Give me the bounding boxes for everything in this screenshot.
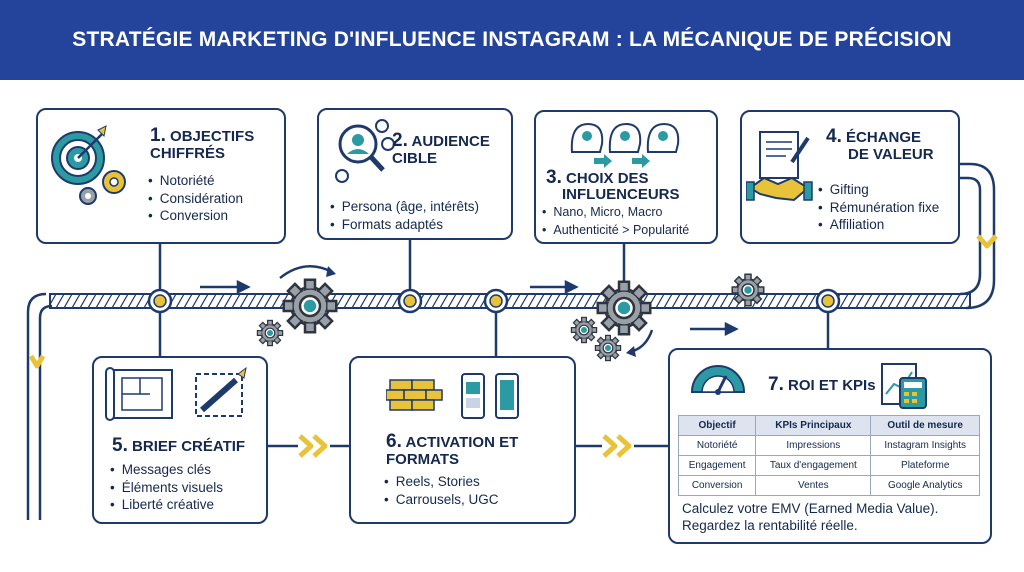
step-3-list: Nano, Micro, Macro Authenticité > Popula… — [542, 204, 689, 239]
kpi-table: Objectif KPIs Principaux Outil de mesure… — [677, 415, 980, 496]
audience-search-icon — [335, 119, 395, 183]
kpi-header-kpis: KPIs Principaux — [755, 415, 872, 436]
table-cell: Notoriété — [677, 435, 757, 456]
handshake-contract-icon — [746, 131, 813, 202]
target-gears-icon — [51, 125, 126, 205]
bricks-phones-icon — [386, 373, 519, 419]
kpi-header-objectif: Objectif — [677, 415, 757, 436]
table-cell: Engagement — [677, 455, 757, 476]
gauge-calculator-icon — [690, 363, 927, 409]
table-cell: Instagram Insights — [870, 435, 980, 456]
table-cell: Taux d'engagement — [755, 455, 872, 476]
table-row: Notoriété Impressions Instagram Insights — [677, 435, 980, 456]
page-title: STRATÉGIE MARKETING D'INFLUENCE INSTAGRA… — [72, 28, 952, 51]
step-1-title: 1. OBJECTIFS CHIFFRÉS — [150, 125, 255, 162]
conveyor-diagram — [26, 162, 998, 520]
step-2-title: 2. AUDIENCE CIBLE — [392, 130, 490, 167]
table-row: Engagement Taux d'engagement Plateforme — [677, 455, 980, 476]
roi-note: Calculez votre EMV (Earned Media Value).… — [682, 501, 939, 533]
table-cell: Ventes — [755, 475, 872, 496]
kpi-table-header-row: Objectif KPIs Principaux Outil de mesure — [677, 415, 980, 436]
step-5-title: 5. BRIEF CRÉATIF — [112, 435, 246, 456]
step-6-title: 6. ACTIVATION ET FORMATS — [386, 431, 519, 468]
step-5-list: Messages clés Éléments visuels Liberté c… — [110, 461, 223, 514]
step-6-list: Reels, Stories Carrousels, UGC — [384, 473, 499, 508]
table-cell: Conversion — [677, 475, 757, 496]
step-2-list: Persona (âge, intérêts) Formats adaptés — [330, 198, 479, 233]
influencer-heads-icon — [570, 122, 680, 168]
step-1-list: Notoriété Considération Conversion — [148, 172, 243, 225]
step-7-title: 7. ROI ET KPIs — [768, 374, 876, 395]
table-cell: Google Analytics — [870, 475, 980, 496]
table-row: Conversion Ventes Google Analytics — [677, 475, 980, 496]
header-banner: STRATÉGIE MARKETING D'INFLUENCE INSTAGRA… — [0, 0, 1024, 80]
step-4-list: Gifting Rémunération fixe Affiliation — [818, 181, 940, 234]
kpi-header-outil: Outil de mesure — [870, 415, 980, 436]
step-3-title: 3. CHOIX DES INFLUENCEURS — [546, 167, 680, 203]
table-cell: Plateforme — [870, 455, 980, 476]
step-4-title: 4. ÉCHANGE DE VALEUR — [826, 126, 934, 163]
table-cell: Impressions — [755, 435, 872, 456]
blueprint-pencil-icon — [105, 366, 247, 421]
